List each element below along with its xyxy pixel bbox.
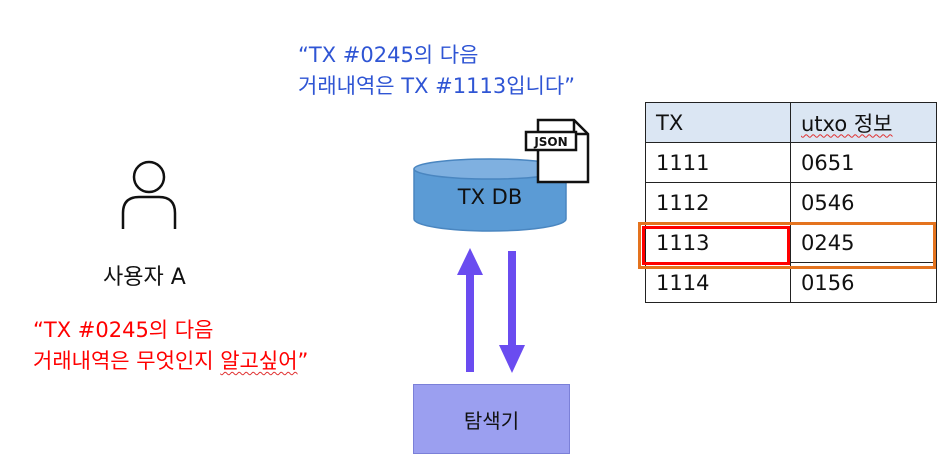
- user-question-line-1: “TX #0245의 다음: [33, 318, 214, 342]
- explorer-label: 탐색기: [463, 408, 520, 433]
- tx-utxo-table: TX utxo 정보 1111 0651 1112 0546 1113 0245…: [645, 102, 937, 303]
- highlighted-row-outline: [638, 222, 936, 269]
- up-arrow-icon: [457, 248, 483, 372]
- json-file-icon: JSON: [524, 118, 590, 184]
- utxo-cell: 0546: [790, 182, 937, 223]
- system-response-line-2: 거래내역은 TX #1113입니다”: [298, 74, 576, 98]
- json-file-text: JSON: [533, 135, 567, 149]
- user-label: 사용자 A: [103, 265, 186, 290]
- spellcheck-word: 알고싶어: [220, 349, 298, 373]
- column-header-tx: TX: [645, 102, 791, 143]
- utxo-cell: 0651: [790, 142, 937, 183]
- tx-cell: 1112: [645, 182, 791, 223]
- user-icon: [121, 160, 177, 229]
- quote-close: ”: [297, 349, 309, 373]
- column-header-utxo: utxo 정보: [790, 102, 937, 143]
- query-arrows: [457, 248, 525, 373]
- table-row: 1112 0546: [645, 182, 937, 223]
- column-header-utxo-text: utxo 정보: [801, 111, 893, 136]
- table-header-row: TX utxo 정보: [645, 102, 937, 143]
- system-response-line-1: “TX #0245의 다음: [298, 43, 479, 67]
- user-question-line-2: 거래내역은 무엇인지 알고싶어”: [33, 346, 308, 377]
- user-question-quote: “TX #0245의 다음 거래내역은 무엇인지 알고싶어”: [33, 315, 308, 377]
- highlighted-cell-outline: [642, 226, 790, 265]
- down-arrow-icon: [499, 251, 525, 373]
- database-icon: [413, 158, 567, 232]
- database-label: TX DB: [457, 185, 523, 209]
- system-response-quote: “TX #0245의 다음 거래내역은 TX #1113입니다”: [298, 40, 575, 102]
- tx-cell: 1111: [645, 142, 791, 183]
- blockchain-explorer-box: 탐색기: [413, 384, 570, 454]
- user-question-text: 거래내역은 무엇인지: [33, 349, 221, 373]
- utxo-cell: 0245: [790, 222, 937, 263]
- table-row: 1111 0651: [645, 142, 937, 183]
